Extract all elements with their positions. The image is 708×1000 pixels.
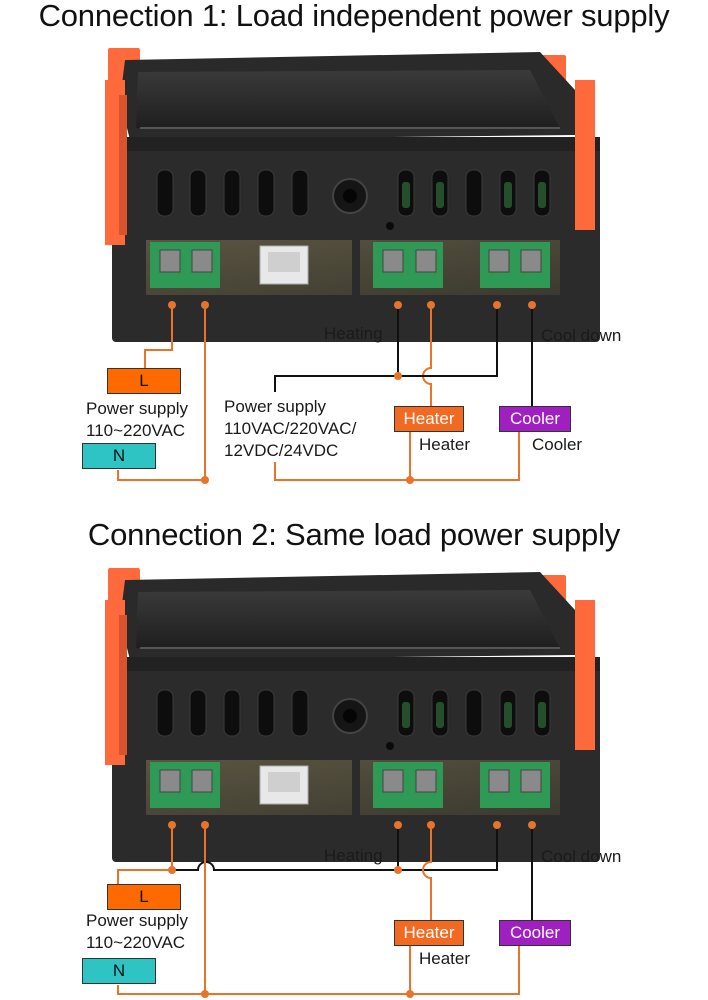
c2-power-range-label: 110~220VAC [86, 933, 186, 952]
connection-1-title: Connection 1: Load independent power sup… [38, 0, 670, 33]
c1-heater-box: Heater [394, 406, 464, 432]
c1-L-box: L [107, 368, 181, 394]
c1-heating-label: Heating [324, 324, 383, 343]
c1-power-range-label: 110~220VAC [86, 421, 186, 440]
c1-heater-label: Heater [419, 435, 471, 454]
c1-cooler-label: Cooler [532, 435, 583, 454]
c1-power-supply-label: Power supply [86, 399, 189, 418]
c1-N-box: N [82, 443, 156, 469]
c2-N-box: N [82, 958, 156, 984]
c2-heating-label: Heating [324, 846, 383, 865]
c1-load-power-supply-label: Power supply [224, 397, 327, 416]
c2-L-box: L [107, 884, 181, 910]
c2-heater-label: Heater [419, 949, 471, 968]
connection-2-title: Connection 2: Same load power supply [87, 517, 621, 552]
c2-cool-down-label: Cool down [541, 847, 622, 866]
c2-cooler-box: Cooler [499, 920, 571, 946]
c2-heater-box: Heater [394, 920, 464, 946]
c1-load-power-range-1: 110VAC/220VAC/ [224, 419, 357, 438]
c1-load-power-range-2: 12VDC/24VDC [224, 441, 339, 460]
thermostat-device-1 [104, 47, 601, 343]
c1-cool-down-label: Cool down [541, 326, 622, 345]
c2-power-supply-label: Power supply [86, 911, 189, 930]
thermostat-device-2 [104, 567, 601, 863]
c1-cooler-box: Cooler [499, 406, 571, 432]
